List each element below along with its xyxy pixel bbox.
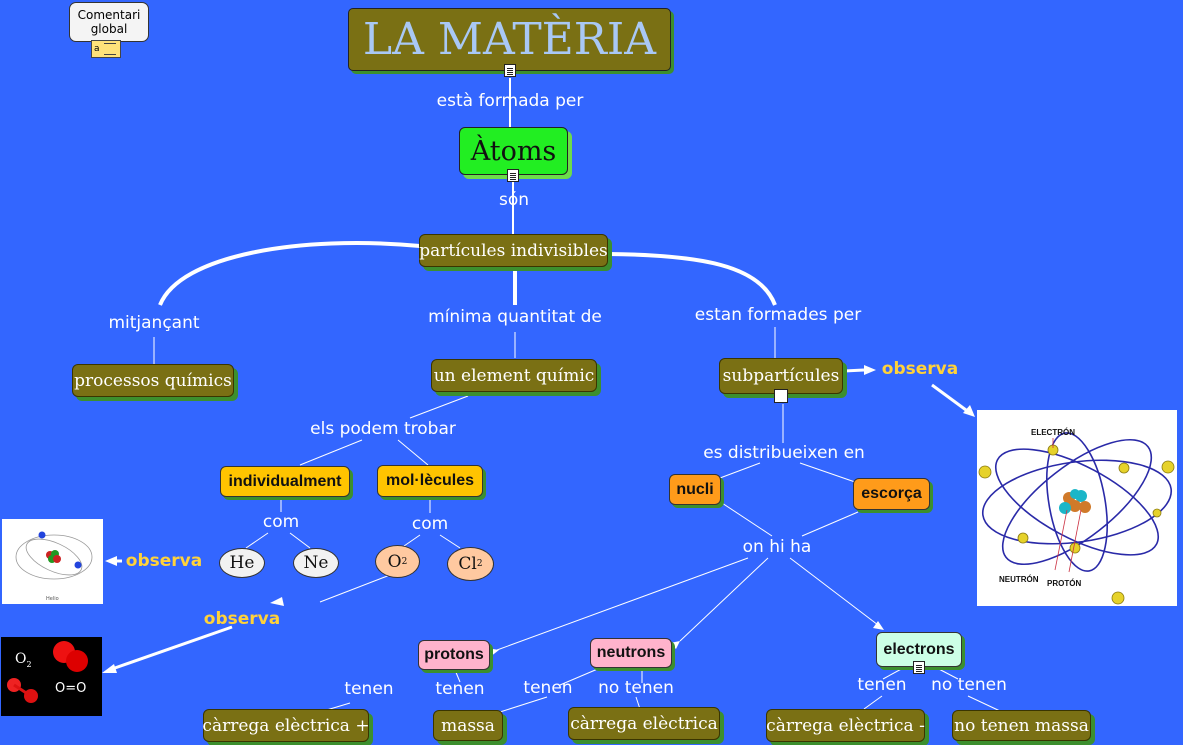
concept-negative-charge-label: càrrega elèctrica - (766, 715, 925, 736)
global-comment-box[interactable]: Comentari global (69, 2, 149, 42)
concept-positive-charge[interactable]: càrrega elèctrica + (202, 709, 370, 742)
concept-mass-label: massa (441, 715, 495, 736)
link-made-of: estan formades per (694, 305, 862, 325)
concept-particles[interactable]: partícules indivisibles (419, 234, 608, 267)
concept-chlorine-subscript: 2 (476, 559, 483, 569)
concept-protons-label: protons (424, 646, 484, 663)
oxygen-structure: O=O (55, 681, 87, 696)
concept-molecules[interactable]: mol·lècules (377, 465, 483, 497)
concept-processes-label: processos químics (74, 370, 232, 391)
concept-neon[interactable]: Ne (293, 548, 339, 578)
link-min-quantity: mínima quantitat de (428, 307, 602, 327)
concept-nucleus-label: nucli (676, 480, 714, 498)
resource-doc-icon[interactable] (913, 661, 925, 674)
link-as-2: com (411, 514, 449, 534)
link-observe-helium: observa (125, 551, 203, 571)
concept-shell-label: escorça (861, 485, 922, 502)
concept-neon-label: Ne (303, 553, 329, 573)
helium-caption: Helio (46, 596, 59, 602)
concept-atoms[interactable]: Àtoms (459, 127, 568, 175)
concept-individually-label: individualment (228, 472, 342, 490)
concept-helium-label: He (229, 553, 255, 573)
concept-electrons-label: electrons (883, 640, 955, 658)
link-have-3: tenen (523, 678, 573, 698)
concept-electrons[interactable]: electrons (876, 632, 962, 667)
atom-label-neutron: NEUTRÓN (999, 575, 1039, 584)
atom-model-drawing: ELECTRÓN NEUTRÓN PROTÓN (978, 428, 1175, 605)
link-through: mitjançant (108, 313, 200, 333)
atom-label-proton: PROTÓN (1047, 579, 1081, 588)
link-as-1: com (262, 512, 300, 532)
oxygen-formula: O2 (15, 651, 32, 669)
concept-element[interactable]: un element químic (431, 359, 597, 392)
atom-model-image[interactable]: ELECTRÓN NEUTRÓN PROTÓN (977, 410, 1177, 606)
link-have-1: tenen (344, 679, 394, 699)
link-formed-by: està formada per (436, 91, 584, 111)
comment-line-2: global (90, 22, 128, 36)
link-have-4: tenen (857, 675, 907, 695)
concept-processes[interactable]: processos químics (72, 364, 234, 397)
concept-subparticles-label: subpartícules (722, 366, 840, 386)
link-are: són (498, 190, 530, 210)
concept-chlorine-label: Cl (458, 554, 477, 574)
concept-individually[interactable]: individualment (220, 466, 350, 497)
concept-molecules-label: mol·lècules (385, 472, 475, 489)
concept-no-mass[interactable]: no tenen massa (952, 710, 1091, 741)
link-observe-oxygen: observa (203, 609, 281, 629)
concept-no-mass-label: no tenen massa (954, 715, 1089, 736)
concept-positive-charge-label: càrrega elèctrica + (202, 715, 370, 736)
helium-atom-drawing: Helio (15, 531, 93, 602)
link-not-have-2: no tenen (931, 675, 1007, 695)
concept-element-label: un element químic (433, 365, 595, 386)
concept-atoms-label: Àtoms (470, 135, 557, 167)
oxygen-formula-subscript: 2 (26, 659, 32, 669)
comment-line-1: Comentari (77, 8, 141, 22)
link-find-them: els podem trobar (310, 419, 456, 439)
concept-mass[interactable]: massa (433, 710, 503, 741)
oxygen-formula-letter: O (15, 651, 27, 667)
concept-charge[interactable]: càrrega elèctrica (568, 707, 720, 740)
oxygen-molecule-image[interactable]: O2 O=O (1, 637, 102, 716)
link-there-are: on hi ha (742, 537, 812, 557)
link-distributed: es distribueixen en (703, 443, 865, 463)
link-observe-atom-image: observa (881, 359, 959, 379)
atom-label-electron: ELECTRÓN (1031, 428, 1075, 437)
concept-particles-label: partícules indivisibles (419, 240, 608, 261)
concept-subparticles[interactable]: subpartícules (719, 358, 843, 394)
concept-oxygen-label: O (387, 551, 402, 572)
concept-negative-charge[interactable]: càrrega elèctrica - (766, 709, 925, 742)
title-concept[interactable]: LA MATÈRIA (348, 8, 671, 71)
helium-atom-image[interactable]: Helio (2, 519, 103, 604)
concept-protons[interactable]: protons (418, 640, 490, 670)
concept-oxygen-subscript: 2 (401, 556, 408, 567)
comment-icon[interactable]: a (91, 40, 121, 58)
oxygen-molecule-drawing (7, 641, 88, 703)
link-have-2: tenen (435, 679, 485, 699)
submap-icon[interactable] (774, 389, 788, 403)
concept-charge-label: càrrega elèctrica (570, 713, 718, 734)
concept-nucleus[interactable]: nucli (669, 474, 721, 505)
resource-doc-icon[interactable] (504, 64, 516, 77)
concept-neutrons[interactable]: neutrons (590, 638, 672, 668)
concept-neutrons-label: neutrons (596, 644, 666, 661)
resource-doc-icon[interactable] (507, 169, 519, 182)
page-title: LA MATÈRIA (362, 14, 657, 65)
concept-shell[interactable]: escorça (853, 478, 930, 510)
link-not-have-1: no tenen (598, 678, 674, 698)
concept-helium[interactable]: He (219, 548, 265, 578)
